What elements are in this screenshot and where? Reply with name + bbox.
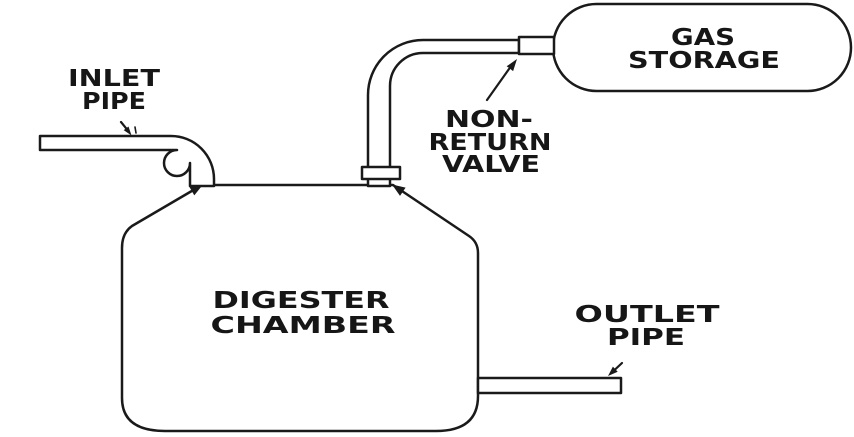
digester-chamber-label-line2: CHAMBER xyxy=(211,313,396,339)
outlet-pipe-label-line2: PIPE xyxy=(607,325,685,351)
digester-chamber-label-line1: DIGESTER xyxy=(213,288,390,314)
inlet-pipe-label-line1: INLET xyxy=(68,66,160,92)
inlet-pipe-label: INLET PIPE xyxy=(68,66,160,115)
inlet-pipe-shape xyxy=(38,134,216,188)
gas-storage-label-line1: GAS xyxy=(671,25,735,51)
pipe-flange-shape xyxy=(360,165,402,181)
non-return-valve-arrow xyxy=(485,59,517,102)
non-return-valve-label-line3: VALVE xyxy=(442,152,540,178)
outlet-pipe-label-line1: OUTLET xyxy=(575,302,720,328)
inlet-pipe-arrow xyxy=(119,120,137,136)
non-return-valve-label: NON- RETURN VALVE xyxy=(429,107,552,178)
outlet-pipe-label: OUTLET PIPE xyxy=(575,302,720,351)
outlet-pipe-shape xyxy=(476,376,623,395)
non-return-valve-label-line2: RETURN xyxy=(429,130,552,156)
inlet-pipe-label-line2: PIPE xyxy=(82,89,146,115)
outlet-pipe-arrow xyxy=(608,361,624,376)
non-return-valve-label-line1: NON- xyxy=(445,107,533,133)
non-return-valve-shape xyxy=(517,35,556,56)
digester-chamber-shape xyxy=(120,183,480,433)
right-shoulder-arrowhead-icon xyxy=(392,184,406,196)
gas-storage-label-line2: STORAGE xyxy=(628,48,780,74)
gas-storage-label: GAS STORAGE xyxy=(628,25,780,74)
digester-chamber-label: DIGESTER CHAMBER xyxy=(211,288,396,339)
